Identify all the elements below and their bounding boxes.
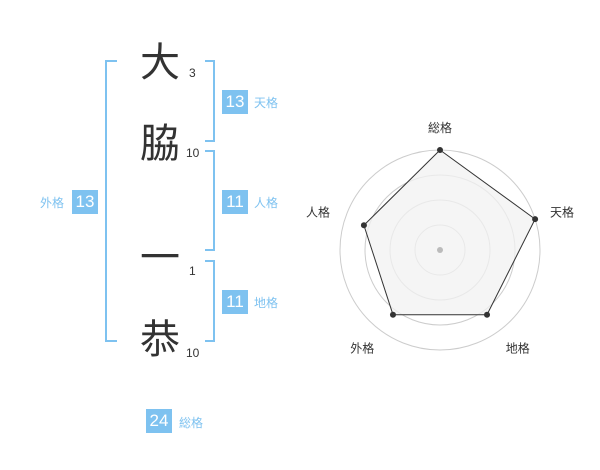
gaikaku-label: 外格 xyxy=(40,196,65,210)
name-char-3: 一 xyxy=(140,235,180,281)
radar-series-polygon xyxy=(363,149,536,316)
radar-point-3 xyxy=(484,311,491,318)
radar-axis-label-1: 総格 xyxy=(428,120,452,135)
jinkaku-bracket xyxy=(205,150,215,251)
name-char-1: 大 xyxy=(140,40,180,86)
tenkaku-value: 13 xyxy=(222,90,248,114)
stroke-count-4: 10 xyxy=(186,346,200,360)
chikaku-label: 地格 xyxy=(254,296,279,310)
radar-axis-label-2: 天格 xyxy=(550,204,574,219)
radar-point-2 xyxy=(532,216,539,223)
stroke-count-2: 10 xyxy=(186,146,200,160)
radar-center-dot xyxy=(437,247,443,253)
radar-axis-label-4: 外格 xyxy=(350,341,374,356)
gaikaku-value: 13 xyxy=(72,190,98,214)
radar-axis-label-5: 人格 xyxy=(306,204,330,219)
tenkaku-label: 天格 xyxy=(254,96,279,110)
name-char-2: 脇 xyxy=(140,121,180,167)
jinkaku-value: 11 xyxy=(222,190,248,214)
jinkaku-label: 人格 xyxy=(254,196,279,210)
radar-point-4 xyxy=(389,311,396,318)
name-char-4: 恭 xyxy=(140,317,180,363)
radar-axis-label-3: 地格 xyxy=(506,341,530,356)
stroke-count-3: 1 xyxy=(189,264,196,278)
tenkaku-bracket xyxy=(205,60,215,142)
gaikaku-bracket xyxy=(105,60,117,342)
stroke-count-1: 3 xyxy=(189,66,196,80)
radar-point-1 xyxy=(437,147,443,153)
chikaku-value: 11 xyxy=(222,290,248,314)
soukaku-label: 総格 xyxy=(179,416,204,430)
soukaku-value: 24 xyxy=(146,409,172,433)
chikaku-bracket xyxy=(205,260,215,342)
radar-point-5 xyxy=(360,222,367,229)
